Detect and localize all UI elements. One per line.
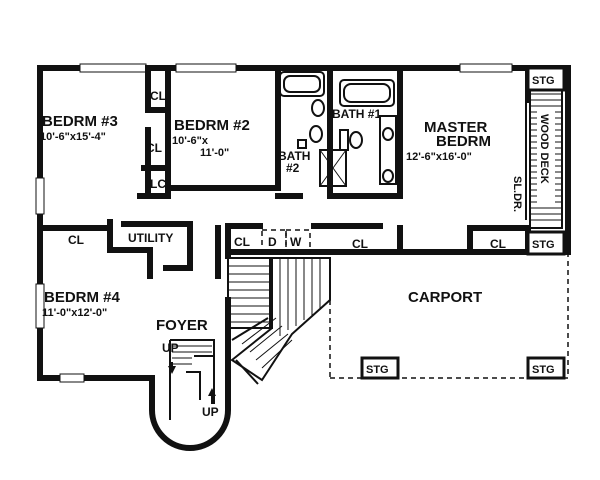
closet-label-hall: CL — [234, 235, 250, 249]
master-size: 12'-6"x16'-0" — [406, 151, 472, 163]
storage-label-mid-right: STG — [532, 239, 555, 251]
bedroom4-size: 11'-0"x12'-0" — [42, 307, 107, 319]
closet-label-bedroom4: CL — [68, 233, 84, 247]
closet-label-bedroom3-top: CL — [150, 89, 166, 103]
closet-label-master-hall: CL — [352, 237, 368, 251]
bath-fixtures — [279, 71, 397, 187]
main-stair — [227, 257, 331, 385]
storage-box-top-right — [526, 66, 566, 92]
bedroom2-name: BEDRM #2 — [174, 117, 250, 134]
foyer-label: FOYER — [156, 317, 208, 334]
stair-up-label-upper: UP — [162, 341, 179, 355]
stair-tower — [149, 297, 231, 451]
bath2-label-line1: BATH — [278, 149, 310, 163]
laundry-closet — [261, 229, 311, 255]
bath2-label-line2: #2 — [286, 161, 300, 175]
wood-deck-label: WOOD DECK — [538, 114, 550, 184]
bedroom3-name: BEDRM #3 — [42, 113, 118, 130]
labels: BEDRM #3 10'-6"x15'-4" BEDRM #2 10'-6"x … — [40, 75, 555, 419]
storage-box-carport-left — [360, 356, 400, 380]
storage-label-carport-left: STG — [366, 364, 389, 376]
storage-label-carport-right: STG — [532, 364, 555, 376]
bedroom4-name: BEDRM #4 — [44, 289, 121, 306]
bedroom2-size-line2: 11'-0" — [200, 147, 229, 159]
closet-label-bedroom3-mid: CL — [146, 141, 162, 155]
utility-label: UTILITY — [128, 231, 173, 245]
linen-closet-label: LC — [150, 177, 166, 191]
windows — [35, 63, 513, 383]
bath1-label: BATH #1 — [332, 107, 381, 121]
interior-walls — [37, 65, 531, 279]
storage-box-mid-right — [526, 230, 566, 256]
storage-box-carport-right — [526, 356, 566, 380]
storage-label-top-right: STG — [532, 75, 555, 87]
closet-label-master: CL — [490, 237, 506, 251]
washer-label: W — [290, 235, 302, 249]
master-name-line1: MASTER — [424, 119, 488, 136]
sliding-door-label: SL.DR. — [511, 176, 523, 212]
dryer-label: D — [268, 235, 277, 249]
wood-deck — [525, 87, 563, 229]
storage-boxes — [360, 66, 566, 380]
bedroom3-size: 10'-6"x15'-4" — [40, 131, 106, 143]
bedroom2-size-line1: 10'-6"x — [172, 135, 209, 147]
exterior-walls — [37, 65, 571, 381]
carport-label: CARPORT — [408, 289, 482, 306]
stair-up-label-lower: UP — [202, 405, 219, 419]
master-name-line2: BEDRM — [436, 133, 491, 150]
